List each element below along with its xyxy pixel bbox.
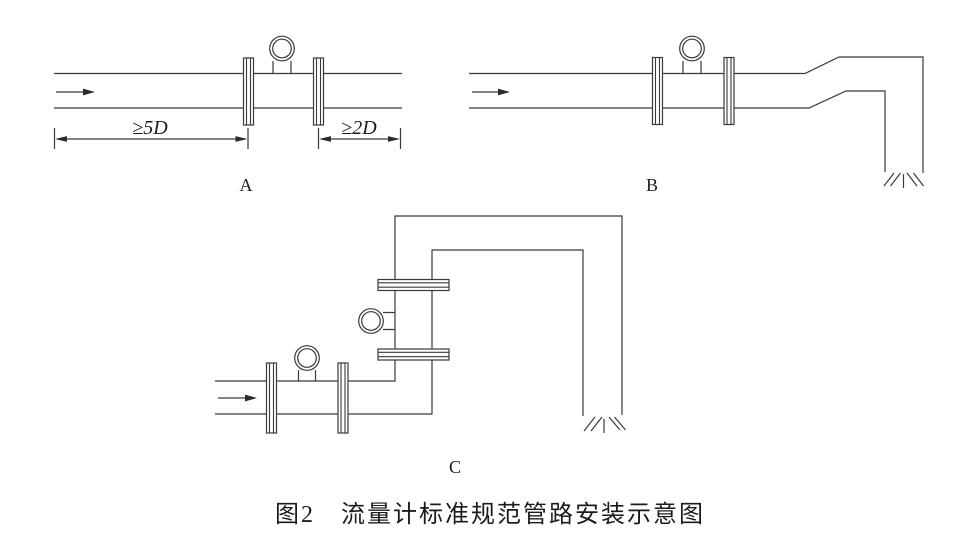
flange: [242, 57, 255, 126]
gauge-icon: [294, 345, 320, 381]
flange: [377, 278, 450, 292]
flow-arrow-icon: [56, 88, 95, 96]
diagram-a: ≥5D ≥2D A: [53, 35, 402, 195]
gauge-icon: [358, 308, 395, 334]
dim-arrow-right: [388, 136, 400, 142]
figure-caption: 图2 流量计标准规范管路安装示意图: [275, 502, 705, 528]
pipe-bottom-line: [469, 90, 886, 172]
gauge-icon: [269, 35, 295, 74]
flange: [337, 362, 349, 434]
diagram-a-label: A: [240, 175, 253, 195]
dim-label-upstream: ≥5D: [132, 117, 168, 139]
pipe-inner-line: [215, 249, 584, 416]
dim-label-downstream: ≥2D: [341, 117, 377, 139]
drain-outlet-icon: [883, 172, 924, 188]
pipe-top-line: [469, 56, 924, 173]
diagram-c-label: C: [449, 457, 461, 477]
diagram-b-label: B: [646, 175, 658, 195]
diagram-b: B: [469, 35, 924, 195]
flange: [723, 56, 735, 126]
drain-outlet-icon: [583, 416, 626, 433]
dimension-downstream: ≥2D: [317, 117, 402, 149]
flow-arrow-icon: [472, 88, 510, 96]
dim-arrow-left: [319, 136, 331, 142]
gauge-icon: [679, 35, 705, 74]
flange: [265, 362, 278, 434]
diagram-c: C: [215, 215, 626, 477]
flange: [651, 56, 664, 126]
flange: [312, 57, 325, 126]
dim-arrow-left: [55, 136, 67, 142]
pipe-outer-line: [215, 215, 623, 415]
dimension-upstream: ≥5D: [53, 117, 249, 149]
flow-arrow-icon: [218, 394, 257, 402]
dim-arrow-right: [235, 136, 248, 142]
flange: [377, 348, 450, 361]
